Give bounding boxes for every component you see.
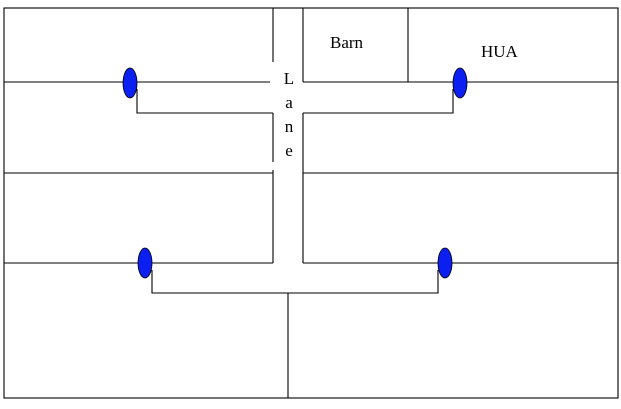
gate-bottom-right-icon [437,247,453,279]
upper-channel-left [136,89,273,114]
gate-top-left-icon [122,67,138,99]
outer-boundary [3,7,619,399]
lane-letter-n: n [285,117,294,136]
gate-bottom-left-icon [137,247,153,279]
lane-letter-l: L [284,69,294,88]
lower-channel [151,270,439,294]
lane-letter-e: e [285,141,293,160]
barn-label: Barn [330,33,364,52]
hua-label: HUA [481,42,519,61]
lane-letter-a: a [285,93,293,112]
upper-channel-right [303,89,454,114]
gate-top-right-icon [452,67,468,99]
